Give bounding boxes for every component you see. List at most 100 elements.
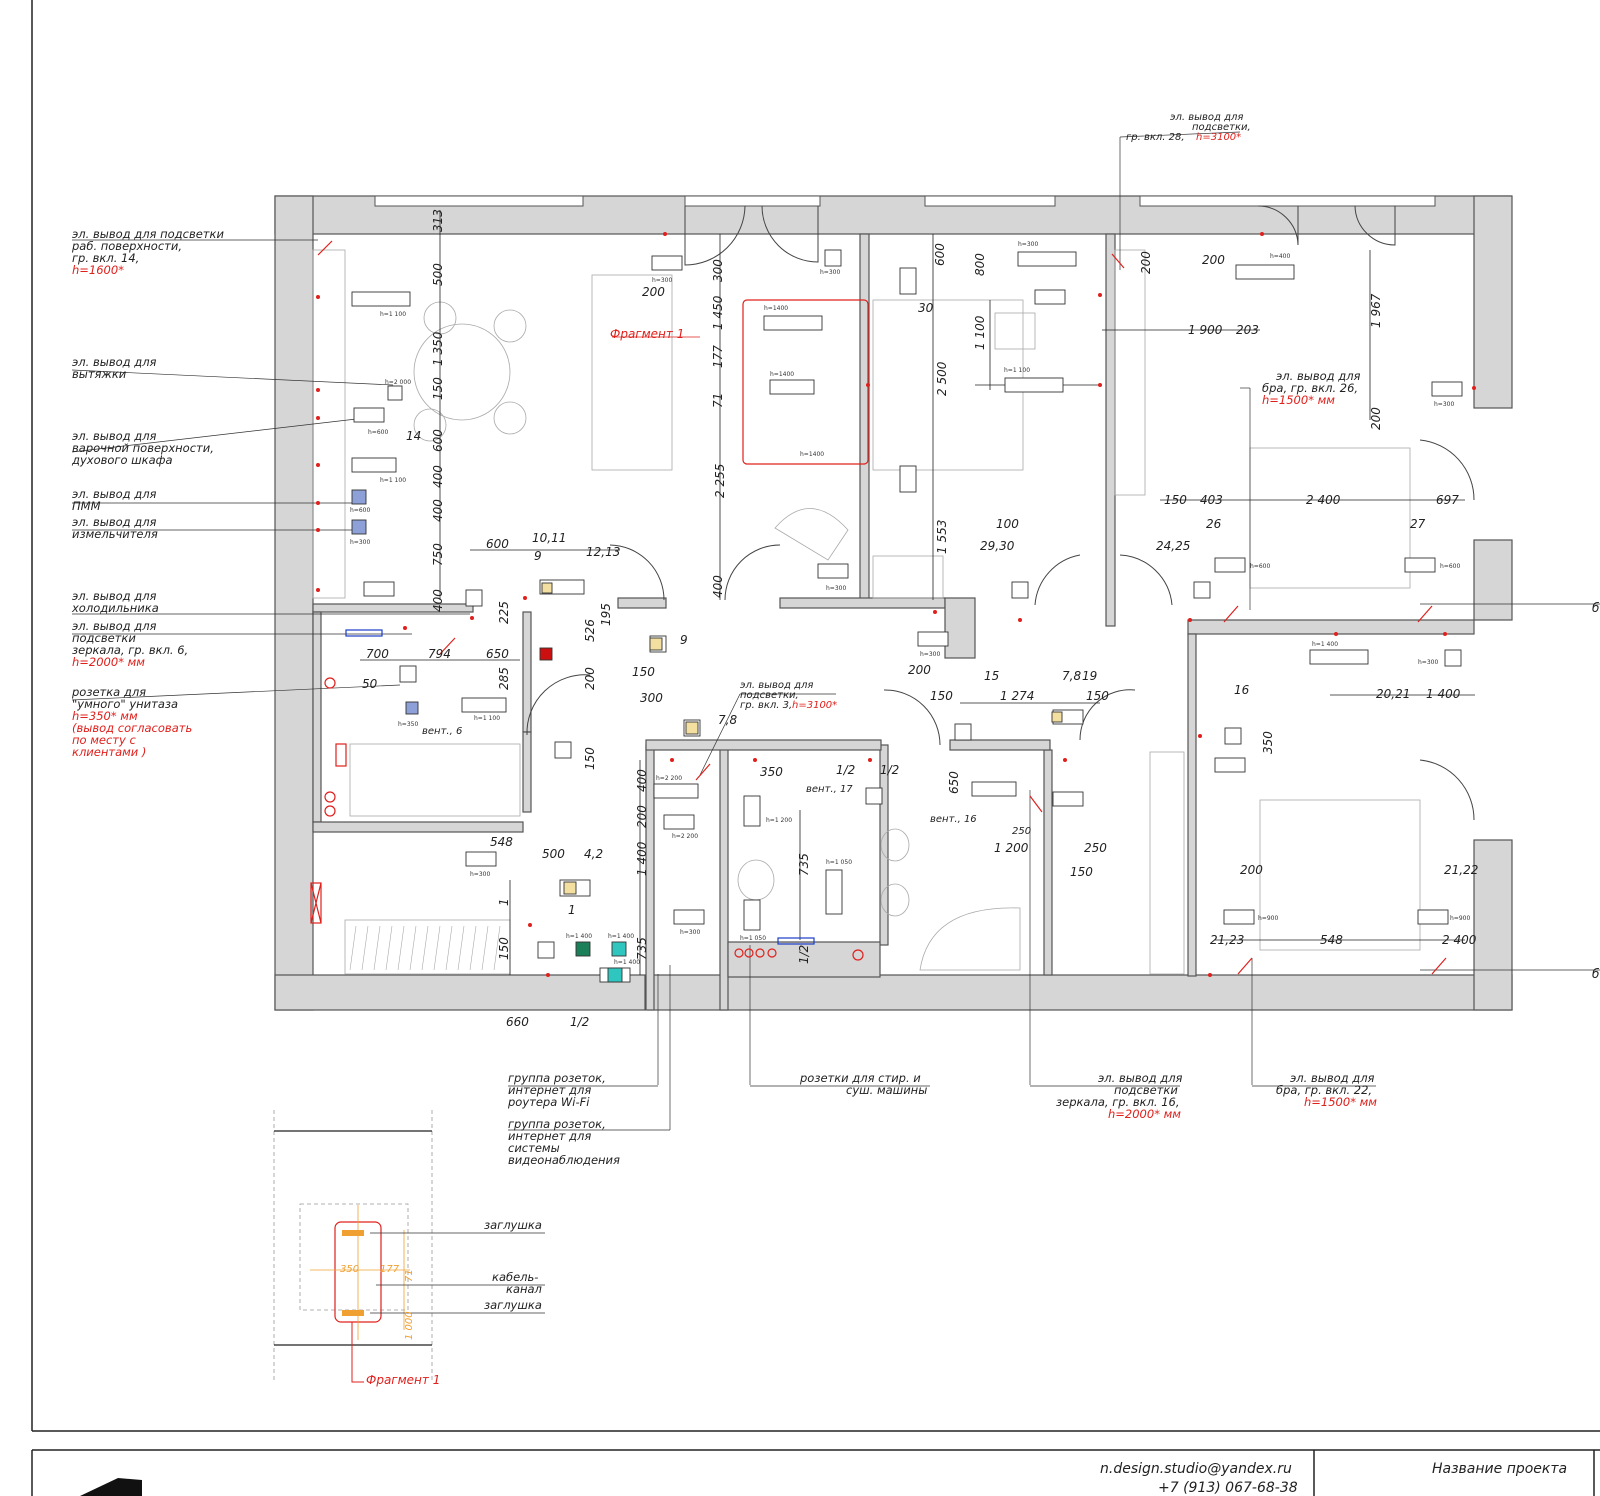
dim-v: 225 bbox=[497, 601, 511, 624]
dim-v: 400 bbox=[431, 465, 445, 488]
dim: 200 bbox=[642, 285, 665, 299]
dim: 10,11 bbox=[532, 531, 566, 545]
socket-h: h=300 bbox=[920, 651, 940, 658]
dim-v: 526 bbox=[583, 619, 597, 642]
socket-h: h=1 100 bbox=[1004, 367, 1030, 374]
dim-v: 600 bbox=[431, 429, 445, 452]
dim-v: 1 000 bbox=[404, 1311, 415, 1340]
dim: 650 bbox=[486, 647, 509, 661]
red-elements bbox=[310, 240, 1447, 975]
dim: 1 274 bbox=[1000, 689, 1034, 703]
label-toilet-n1: (вывод согласовать bbox=[72, 721, 192, 735]
dim: 1/2 bbox=[836, 763, 855, 777]
dim: 21,23 bbox=[1210, 933, 1244, 947]
socket-h: h=2 000 bbox=[385, 379, 411, 386]
socket-h: h=600 bbox=[368, 429, 388, 436]
label-light3-3: гр. вкл. 3, bbox=[740, 700, 792, 711]
dim: 7,8 bbox=[1062, 669, 1081, 683]
label-washer-2: суш. машины bbox=[846, 1083, 927, 1097]
dim: 350 bbox=[340, 1264, 359, 1275]
dim-v: 1 553 bbox=[935, 520, 949, 554]
dim: 21,22 bbox=[1444, 863, 1478, 877]
text-layer: эл. вывод для подсветки раб. поверхности… bbox=[71, 112, 1600, 1496]
socket-h: h=900 bbox=[1258, 915, 1278, 922]
label-fridge: эл. вывод для bbox=[72, 589, 157, 603]
socket-h: h=1400 bbox=[770, 371, 794, 378]
label-washer: розетки для стир. и bbox=[799, 1071, 921, 1085]
dim-v: 1 400 bbox=[635, 841, 649, 876]
socket-h: h=300 bbox=[350, 539, 370, 546]
label-sconce22-2: бра, гр. вкл. 22, bbox=[1276, 1083, 1372, 1097]
socket-h: h=300 bbox=[680, 929, 700, 936]
dim-v: 1 100 bbox=[973, 315, 987, 350]
fragment-detail bbox=[273, 1110, 545, 1383]
socket-h: h=1 400 bbox=[614, 959, 640, 966]
label-disposer: эл. вывод для bbox=[72, 515, 157, 529]
dim: 15 bbox=[984, 669, 999, 683]
label-hob-3: духового шкафа bbox=[71, 453, 173, 467]
dim-v: 735 bbox=[635, 937, 649, 960]
dim-v: 150 bbox=[497, 937, 511, 960]
label-toilet-n2: по месту с bbox=[72, 733, 136, 747]
label-counter-light-2: раб. поверхности, bbox=[71, 239, 182, 253]
label-cctv: группа розеток, bbox=[508, 1117, 606, 1131]
dim: 500 bbox=[542, 847, 565, 861]
dimension-lines bbox=[360, 210, 1475, 975]
label-sconce26-2: бра, гр. вкл. 26, bbox=[1262, 381, 1358, 395]
door-swings bbox=[526, 205, 1475, 821]
label-light28: эл. вывод для bbox=[1170, 112, 1243, 123]
dim: 794 bbox=[428, 647, 451, 661]
label-counter-light-3: гр. вкл. 14, bbox=[72, 251, 139, 265]
dim: 19 bbox=[1082, 669, 1097, 683]
dim: 150 bbox=[1164, 493, 1187, 507]
dim-v: 200 bbox=[1369, 407, 1383, 430]
dim-v: 400 bbox=[431, 499, 445, 522]
dim: 50 bbox=[362, 677, 378, 691]
sheet-frame bbox=[31, 0, 1600, 1496]
label-vent17: вент., 17 bbox=[806, 784, 853, 795]
dim: 697 bbox=[1436, 493, 1459, 507]
edge-label: б bbox=[1592, 967, 1600, 981]
dim: 4,2 bbox=[584, 847, 603, 861]
colored-sockets bbox=[351, 489, 1063, 983]
dim-v: 200 bbox=[583, 667, 597, 690]
windows bbox=[374, 195, 1436, 207]
hatched-wardrobe bbox=[349, 925, 501, 971]
socket-h: h=400 bbox=[1270, 253, 1290, 260]
label-plug-top: заглушка bbox=[484, 1218, 542, 1232]
dim: 200 bbox=[1202, 253, 1225, 267]
label-toilet-n3: клиентами ) bbox=[72, 745, 146, 759]
label-fragment: Фрагмент 1 bbox=[366, 1373, 440, 1387]
label-mirror6-3: зеркала, гр. вкл. 6, bbox=[72, 643, 188, 657]
dim: 9 bbox=[680, 633, 688, 647]
dim: 24,25 bbox=[1156, 539, 1190, 553]
socket-blocks bbox=[351, 249, 1463, 983]
dim-v: 1 350 bbox=[431, 331, 445, 366]
dim: 177 bbox=[380, 1264, 400, 1275]
dim: 1/2 bbox=[880, 763, 899, 777]
dim: 1/2 bbox=[570, 1015, 589, 1029]
label-mirror16: эл. вывод для bbox=[1098, 1071, 1183, 1085]
dim: 403 bbox=[1200, 493, 1223, 507]
edge-label: б bbox=[1592, 601, 1600, 615]
dim-v: 400 bbox=[635, 769, 649, 792]
socket-h: h=1 100 bbox=[474, 715, 500, 722]
dim-v: 500 bbox=[431, 263, 445, 286]
dim: 9 bbox=[534, 549, 542, 563]
studio-phone: +7 (913) 067-68-38 bbox=[1158, 1480, 1298, 1496]
dim: 27 bbox=[1410, 517, 1426, 531]
socket-h: h=600 bbox=[1440, 563, 1460, 570]
dim: 12,13 bbox=[586, 545, 620, 559]
dim: 150 bbox=[632, 665, 655, 679]
socket-h: h=2 200 bbox=[656, 775, 682, 782]
dim: 2 400 bbox=[1442, 933, 1477, 947]
socket-h: h=350 bbox=[398, 721, 418, 728]
label-vent16: вент., 16 bbox=[930, 814, 977, 825]
dim-v: 650 bbox=[947, 771, 961, 794]
label-fridge-2: холодильника bbox=[71, 601, 159, 615]
walls bbox=[274, 195, 1513, 1011]
label-light3: эл. вывод для bbox=[740, 680, 813, 691]
socket-h: h=1 200 bbox=[766, 817, 792, 824]
dim: 150 bbox=[930, 689, 953, 703]
